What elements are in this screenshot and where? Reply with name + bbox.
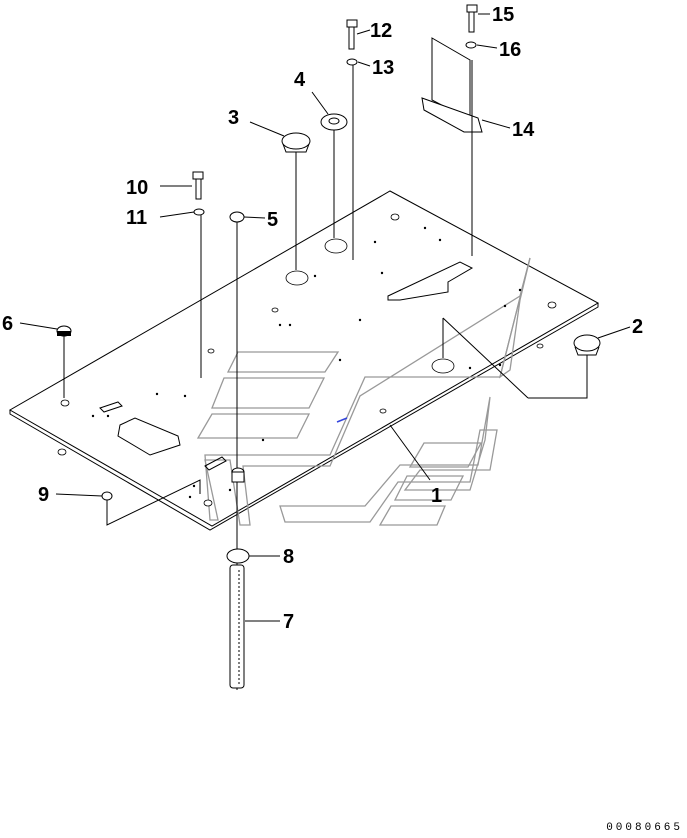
- callout-6: 6: [2, 313, 13, 335]
- callout-8: 8: [283, 546, 294, 568]
- part-11-washer: [193, 208, 205, 378]
- part-7-rod: [229, 564, 245, 689]
- leader-lines: [19, 13, 631, 622]
- part-8-clip: [226, 467, 250, 564]
- part-15-bolt: [466, 4, 478, 33]
- callout-7: 7: [283, 611, 294, 633]
- callout-4: 4: [294, 69, 306, 91]
- callout-15: 15: [492, 4, 514, 26]
- callout-5: 5: [267, 209, 278, 231]
- callout-13: 13: [372, 57, 394, 79]
- part-16-washer: [465, 41, 477, 49]
- part-9-plug: [101, 479, 201, 526]
- callout-1: 1: [431, 485, 442, 507]
- drawing-code: 00080665: [606, 822, 683, 834]
- callout-10: 10: [126, 177, 148, 199]
- callout-16: 16: [499, 39, 521, 61]
- part-14-bracket: [421, 37, 483, 256]
- callout-2: 2: [632, 316, 643, 338]
- floor-plate: [8, 190, 600, 531]
- part-6-plug: [56, 325, 72, 398]
- callout-3: 3: [228, 107, 239, 129]
- callout-12: 12: [370, 20, 392, 42]
- part-3-grommet: [281, 132, 311, 270]
- part-10-bolt: [192, 171, 204, 200]
- callout-9: 9: [38, 484, 49, 506]
- callout-11: 11: [126, 207, 147, 229]
- part-13-washer: [346, 58, 358, 260]
- callout-14: 14: [512, 119, 535, 141]
- part-4-cover: [320, 113, 348, 238]
- part-12-bolt: [346, 19, 358, 50]
- part-2-grommet: [442, 317, 601, 399]
